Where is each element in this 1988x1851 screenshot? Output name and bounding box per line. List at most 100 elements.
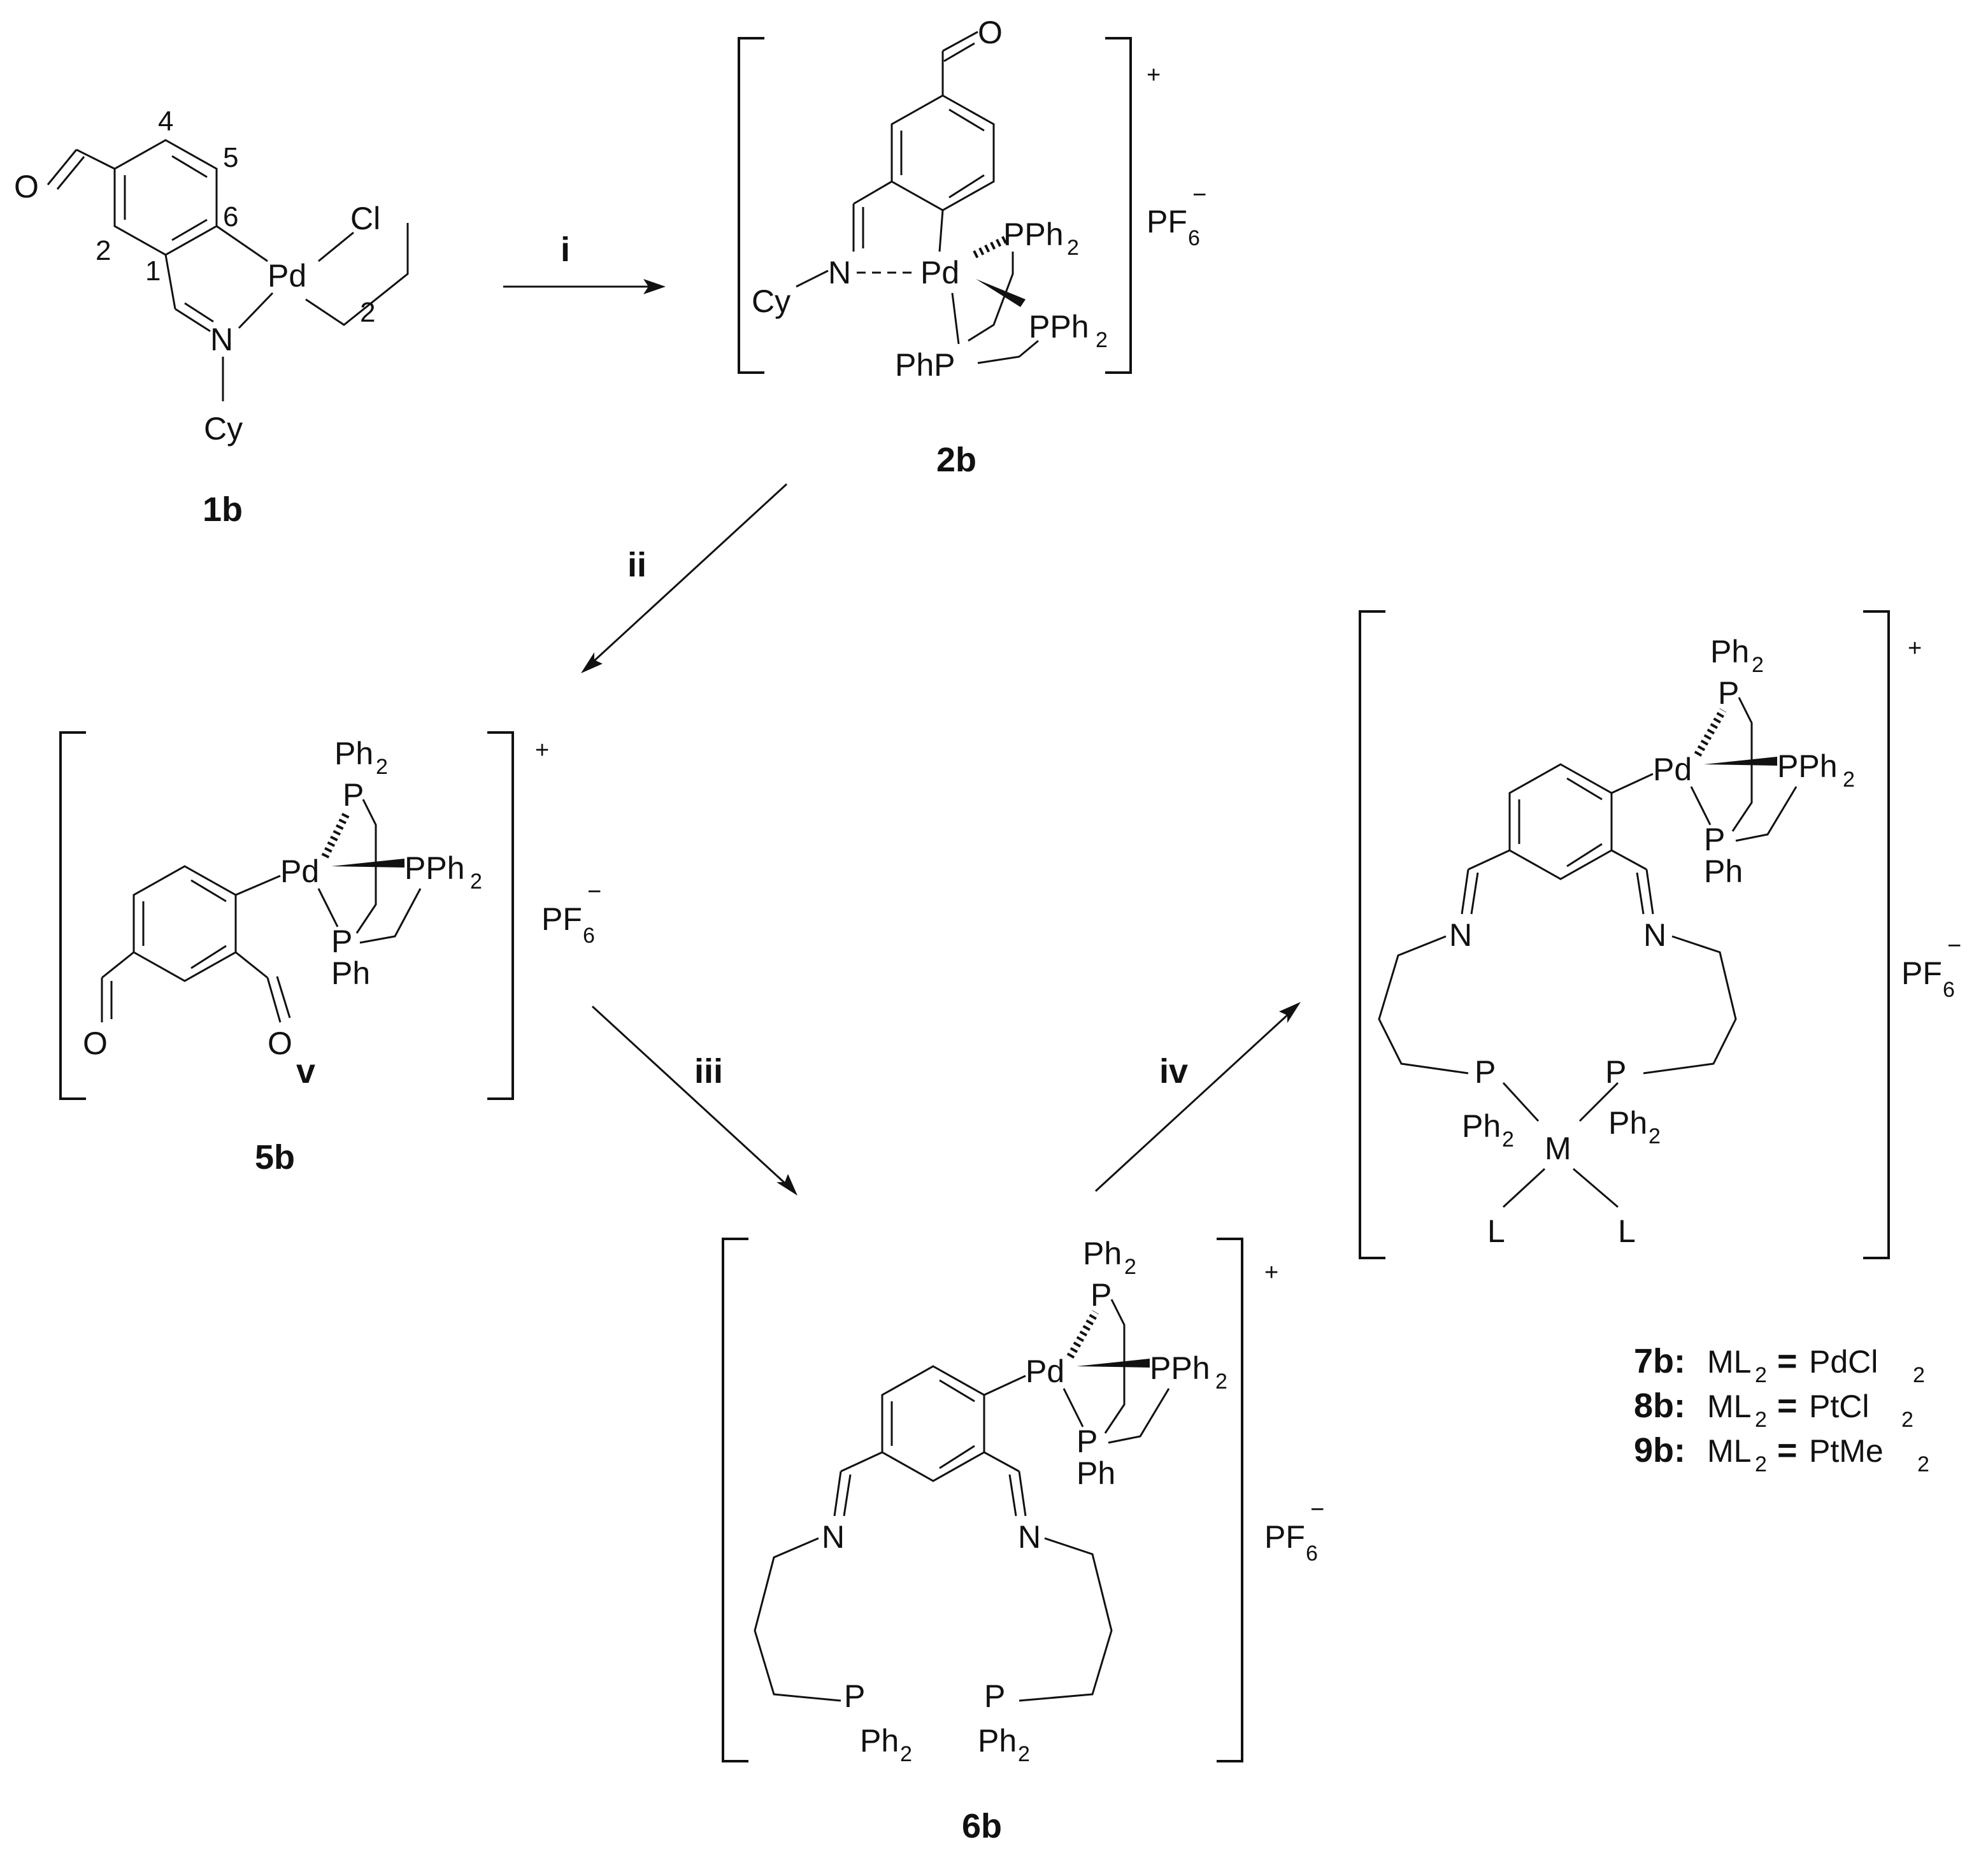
left-bracket-2b [738,37,764,374]
compound-label-6b: 6b [962,1807,1002,1845]
cation-charge-7b: + [1908,635,1922,662]
position-label-6: 6 [223,201,238,232]
left-bracket-6b [722,1238,748,1762]
ph2-top-7b: Ph [1710,634,1749,669]
arrow-label-iii: iii [694,1052,723,1090]
compound-7b-9b: + PF 6 − Pd Ph 2 P PPh 2 P Ph N P Ph 2 N… [1359,610,1961,1259]
ligand-right: L [1618,1213,1636,1249]
phosphine-right-sub-7b: 2 [1843,768,1855,792]
aldehyde-bond-1b [76,148,115,170]
legend-value-sub: 2 [1913,1363,1925,1387]
left-bracket-5b [59,731,86,1100]
phosphine-bottom-2b: PhP [895,347,955,383]
imine-nitrogen-left-7b: N [1449,917,1472,953]
ph2-left-6b: Ph [860,1723,899,1759]
position-label-2: 2 [96,235,111,266]
phenyl-bottom-5b: Ph [331,955,370,991]
phosphorus-top-6b: P [1091,1277,1112,1313]
palladium-atom-5b: Pd [280,854,319,889]
arrow-label-ii: ii [627,546,647,584]
chain-length-label: 2 [360,297,375,328]
imine-nitrogen-right-6b: N [1018,1519,1041,1555]
legend-ml-sub: 2 [1755,1408,1767,1432]
counterion-6b: PF [1264,1519,1305,1555]
arrow-ii: ii [581,483,788,673]
arrow-iv: iv [1094,1002,1301,1192]
position-v-label: v [296,1052,315,1090]
metal-atom: M [1545,1131,1571,1166]
counterion-subscript-2b: 6 [1188,226,1200,250]
ph2-top-sub-6b: 2 [1124,1255,1136,1279]
phosphine-right-2b: PPh [1029,309,1089,345]
compound-6b: + PF 6 − Pd Ph 2 P PPh 2 P Ph N P Ph 2 N… [722,1236,1324,1845]
position-label-4: 4 [158,106,173,137]
position-label-5: 5 [223,142,238,173]
benzene-ring-2b [890,94,995,211]
ph2-top-6b: Ph [1083,1236,1122,1271]
imine-nitrogen-2b: N [828,255,851,290]
palladium-atom-2b: Pd [920,255,959,290]
legend-equals: = [1777,1342,1798,1380]
phosphine-right-5b: PPh [404,850,465,886]
palladium-atom-6b: Pd [1026,1354,1064,1389]
counterion-subscript-5b: 6 [583,924,595,948]
imine-nitrogen: N [210,322,233,357]
phosphine-top-sub-2b: 2 [1067,236,1079,260]
counterion-5b: PF [541,901,582,937]
compound-5b: + PF 6 − O O v Pd Ph 2 P PPh 2 P Ph 5b [59,731,601,1176]
legend-ml-sub: 2 [1755,1452,1767,1476]
phosphine-top-2b: PPh [1003,217,1064,252]
legend-ml-sub: 2 [1755,1363,1767,1387]
counterion-charge-6b: − [1310,1496,1324,1523]
legend-ml: ML [1707,1433,1751,1469]
phosphorus-bottom-6b: P [1076,1424,1098,1459]
ph2-right-6b: Ph [978,1723,1017,1759]
compound-label-2b: 2b [936,441,976,479]
phosphorus-bottom-5b: P [331,924,352,959]
legend-row-8b: 8b: ML 2 = PtCl 2 [1634,1387,1913,1432]
counterion-charge-2b: − [1192,182,1206,208]
palladium-atom: Pd [268,258,306,294]
cation-charge-2b: + [1147,62,1161,89]
ph2-top-5b: Ph [334,736,373,771]
imine-nitrogen-left-6b: N [822,1519,845,1555]
benzene-ring-1b [113,139,218,256]
ph2-top-sub-7b: 2 [1752,653,1764,677]
chloride-atom: Cl [350,201,380,236]
legend-ml: ML [1707,1344,1751,1380]
phosphorus-left-7b: P [1475,1054,1496,1090]
arrow-i: i [503,231,666,294]
right-bracket-2b [1105,37,1132,374]
ph2-top-sub-5b: 2 [376,755,388,779]
ph2-left-7b: Ph [1462,1108,1501,1144]
legend-id: 9b: [1634,1431,1685,1469]
benzene-ring-5b [132,865,237,982]
phosphine-right-sub-6b: 2 [1215,1369,1227,1394]
cyclohexyl-group-2b: Cy [752,283,790,319]
aldehyde-oxygen-left: O [83,1026,108,1061]
ph2-right-7b: Ph [1608,1105,1647,1141]
cation-charge-6b: + [1264,1259,1278,1286]
aldehyde-oxygen-2b: O [978,15,1003,50]
phosphine-right-sub-5b: 2 [470,869,482,894]
arrow-label-iv: iv [1159,1052,1188,1090]
phenyl-bottom-6b: Ph [1076,1455,1115,1491]
compound-label-5b: 5b [255,1138,295,1176]
benzene-ring-6b [881,1365,985,1482]
counterion-2b: PF [1147,204,1187,239]
right-bracket-6b [1217,1238,1243,1762]
palladium-atom-7b: Pd [1653,752,1692,787]
cyclohexyl-group: Cy [204,411,243,447]
aldehyde-oxygen-right: O [268,1026,292,1061]
phosphine-right-6b: PPh [1150,1350,1210,1386]
right-bracket-5b [487,731,514,1100]
legend-row-9b: 9b: ML 2 = PtMe 2 [1634,1431,1929,1476]
legend: 7b: ML 2 = PdCl 2 8b: ML 2 = PtCl 2 9b: … [1634,1342,1929,1476]
arrow-iii: iii [591,1005,797,1196]
phosphorus-left-6b: P [844,1678,865,1714]
ph2-right-sub-6b: 2 [1018,1742,1030,1766]
compound-2b: + PF 6 − O N Cy Pd PPh 2 PPh 2 PhP 2b [738,15,1206,479]
legend-ml: ML [1707,1389,1751,1424]
legend-value-sub: 2 [1901,1408,1913,1432]
